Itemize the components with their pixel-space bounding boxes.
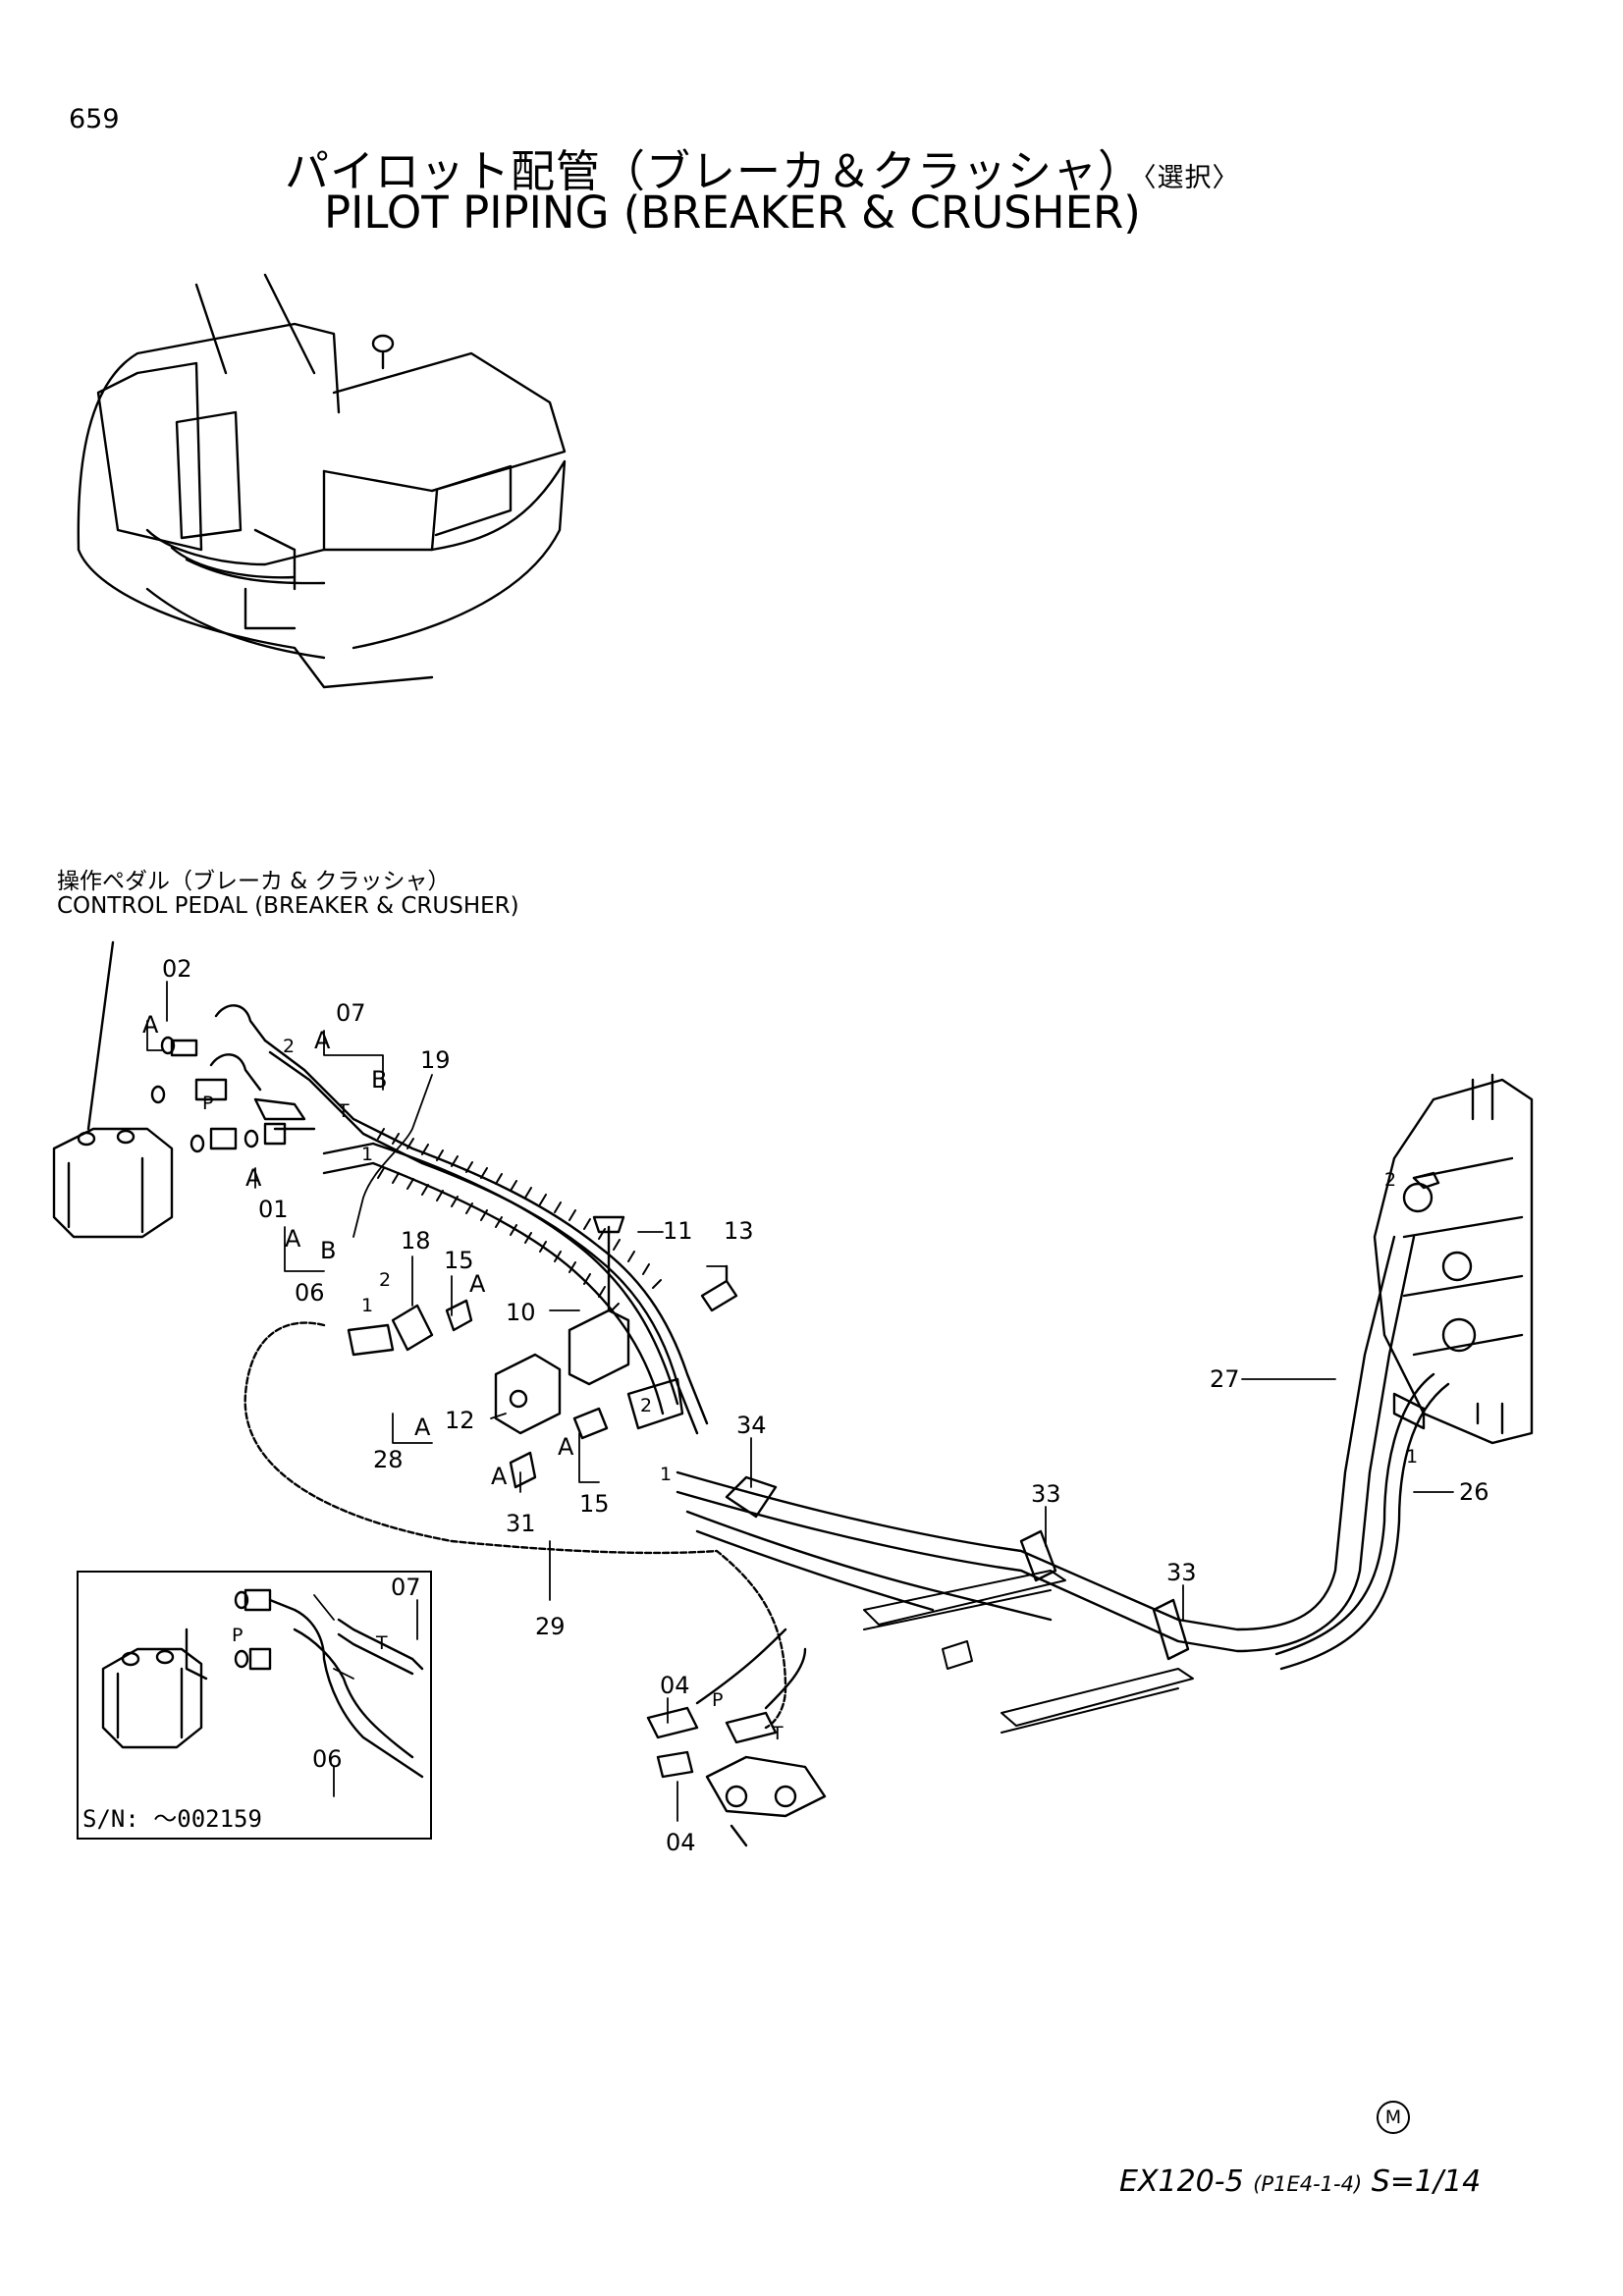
inset-box bbox=[77, 1571, 432, 1840]
fittings-left bbox=[150, 1004, 316, 1153]
page-title-en: PILOT PIPING (BREAKER & CRUSHER) bbox=[324, 187, 1141, 239]
port-label-a4: A bbox=[285, 1225, 301, 1253]
port-label-t1: T bbox=[337, 1100, 350, 1122]
callout-29: 29 bbox=[535, 1613, 566, 1640]
pilot-valve-04 bbox=[646, 1628, 827, 1847]
num-2c: 2 bbox=[640, 1395, 652, 1416]
title-jp-suffix: 〈選択〉 bbox=[1143, 163, 1240, 193]
callout-02: 02 bbox=[162, 955, 192, 983]
inset-drawing bbox=[101, 1588, 424, 1779]
section-label-jp: 操作ペダル（ブレーカ & クラッシャ） bbox=[57, 869, 451, 894]
num-2b: 2 bbox=[379, 1269, 391, 1291]
callout-13: 13 bbox=[724, 1217, 754, 1245]
valve-block-12 bbox=[347, 1299, 684, 1489]
protective-sleeve-marks bbox=[377, 1128, 662, 1312]
callout-26: 26 bbox=[1459, 1478, 1489, 1506]
callout-01: 01 bbox=[258, 1196, 289, 1223]
port-label-a7: A bbox=[558, 1433, 574, 1461]
callout-33b: 33 bbox=[1166, 1559, 1197, 1586]
callout-07: 07 bbox=[336, 999, 366, 1027]
section-label-en: CONTROL PEDAL (BREAKER & CRUSHER) bbox=[57, 893, 519, 919]
callout-31: 31 bbox=[506, 1510, 536, 1537]
port-label-a1: A bbox=[142, 1011, 159, 1039]
num-1d: 1 bbox=[1406, 1446, 1418, 1468]
model-code: (P1E4-1-4) bbox=[1253, 2172, 1363, 2196]
num-1c: 1 bbox=[660, 1464, 672, 1485]
callout-04a: 04 bbox=[660, 1672, 690, 1699]
port-label-b1: B bbox=[371, 1066, 387, 1094]
port-label-t2: T bbox=[771, 1723, 784, 1744]
inset-callout-06: 06 bbox=[312, 1745, 343, 1773]
scale: S=1/14 bbox=[1371, 2164, 1482, 2199]
num-1b: 1 bbox=[361, 1295, 373, 1316]
excavator-overview bbox=[77, 273, 567, 689]
callout-11: 11 bbox=[663, 1217, 693, 1245]
port-label-a5: A bbox=[469, 1270, 486, 1298]
footer-mark: M bbox=[1377, 2101, 1410, 2134]
page-number: 659 bbox=[69, 104, 120, 134]
callout-19: 19 bbox=[420, 1046, 451, 1074]
port-label-p2: P bbox=[712, 1689, 723, 1711]
inset-callout-07: 07 bbox=[391, 1574, 421, 1601]
inset-port-t: T bbox=[375, 1632, 388, 1654]
callout-10: 10 bbox=[506, 1299, 536, 1326]
callout-15b: 15 bbox=[579, 1490, 610, 1518]
port-label-b2: B bbox=[320, 1237, 336, 1264]
serial-note: S/N: ～002159 bbox=[82, 1805, 262, 1833]
port-label-a6: A bbox=[414, 1414, 431, 1441]
port-label-a3: A bbox=[245, 1164, 262, 1192]
callout-12: 12 bbox=[445, 1407, 475, 1434]
leader-lines bbox=[146, 981, 1454, 1822]
main-hose-run bbox=[676, 1235, 1450, 1671]
port-label-a2: A bbox=[314, 1027, 331, 1054]
model-name: EX120-5 bbox=[1119, 2164, 1244, 2199]
callout-04b: 04 bbox=[666, 1829, 696, 1856]
control-pedal-block bbox=[52, 940, 174, 1239]
num-2a: 2 bbox=[283, 1036, 295, 1057]
callout-28: 28 bbox=[373, 1446, 404, 1473]
callout-34: 34 bbox=[736, 1412, 767, 1439]
hose-bundle bbox=[263, 1039, 709, 1435]
main-control-valve bbox=[1373, 1073, 1534, 1445]
port-label-p1: P bbox=[202, 1093, 213, 1114]
floor-rails bbox=[863, 1570, 1194, 1734]
num-1a: 1 bbox=[361, 1144, 373, 1165]
footer-model: EX120-5 (P1E4-1-4) S=1/14 bbox=[1119, 2164, 1481, 2199]
num-2d: 2 bbox=[1384, 1169, 1396, 1191]
callout-33a: 33 bbox=[1031, 1480, 1061, 1508]
hose-29 bbox=[243, 1321, 787, 1730]
page-title-jp: パイロット配管（ブレーカ＆クラッシャ）〈選択〉 bbox=[285, 135, 1240, 199]
callout-15a: 15 bbox=[444, 1247, 474, 1274]
inset-port-p: P bbox=[232, 1625, 243, 1646]
title-jp-main: パイロット配管（ブレーカ＆クラッシャ） bbox=[285, 145, 1144, 197]
port-label-a8: A bbox=[491, 1463, 508, 1490]
callout-27: 27 bbox=[1210, 1365, 1240, 1393]
callout-18: 18 bbox=[401, 1227, 431, 1255]
callout-06: 06 bbox=[295, 1279, 325, 1307]
bracket-and-bolts bbox=[568, 1215, 738, 1386]
